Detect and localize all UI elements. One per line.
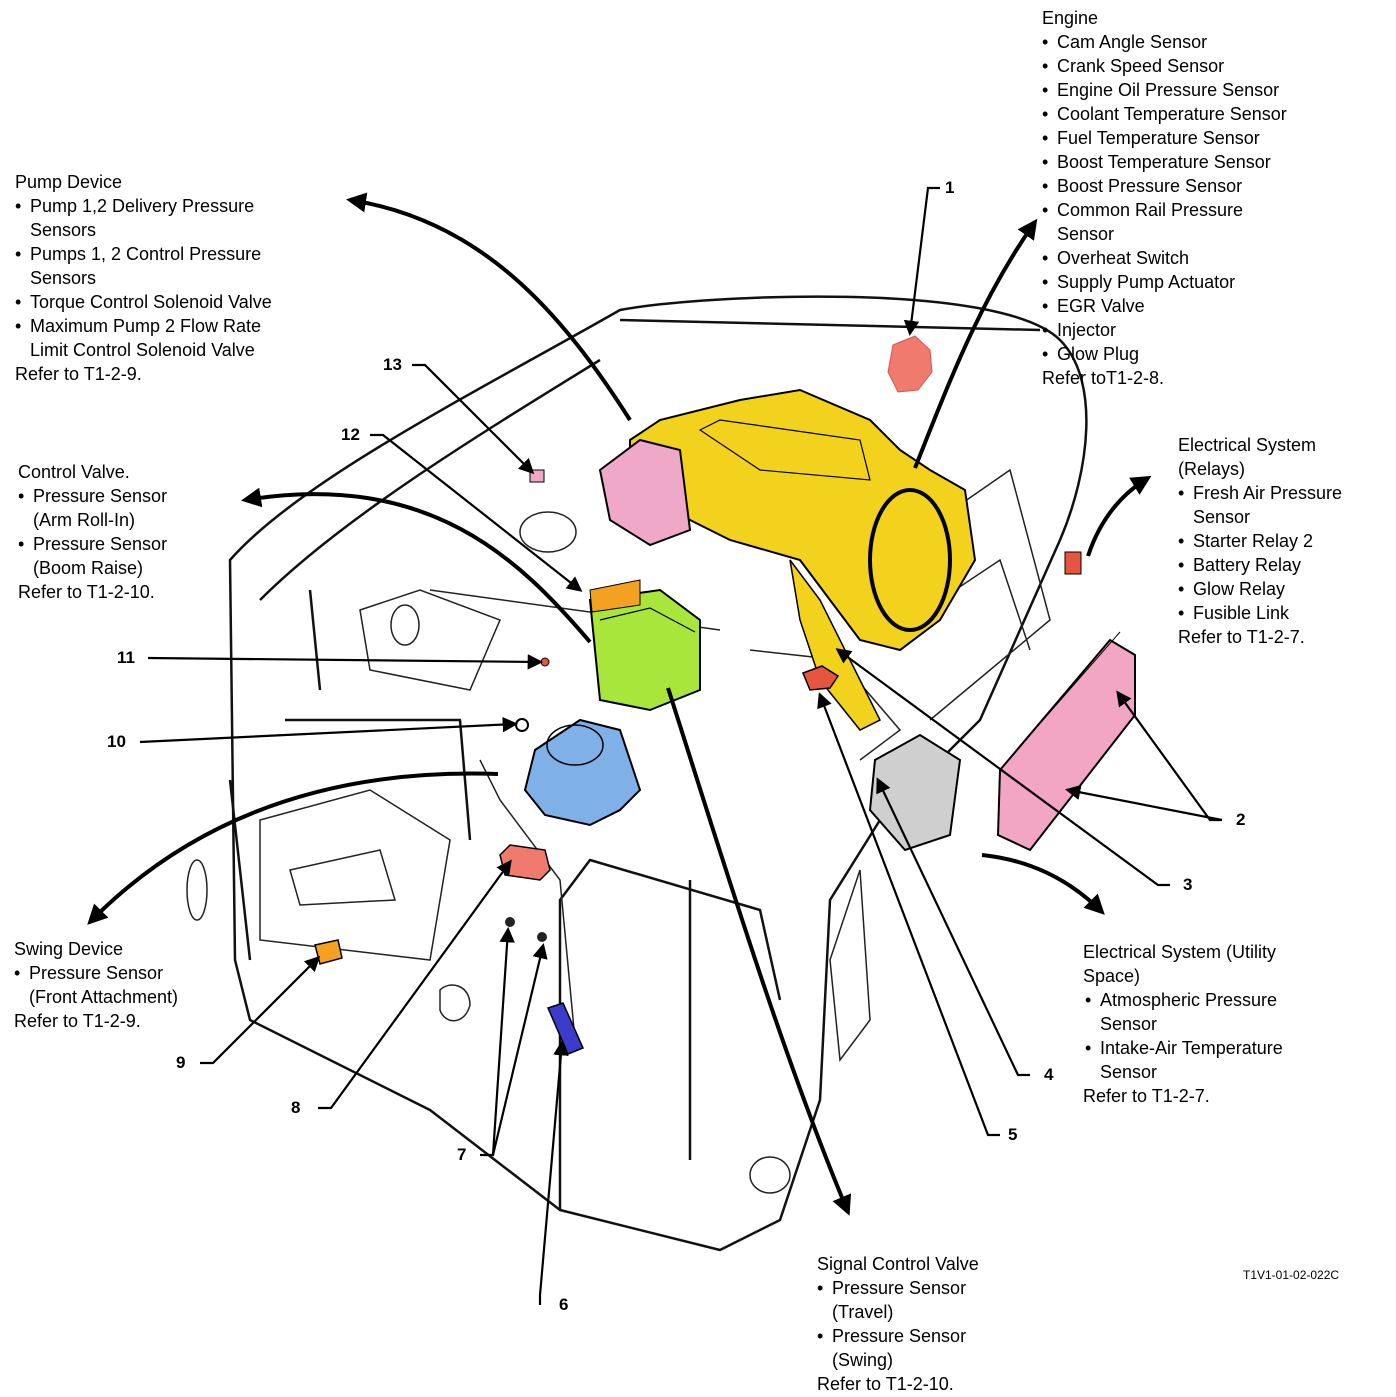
control-valve-item: (Arm Roll-In) (33, 510, 135, 530)
signal-control-valve-item: (Swing) (832, 1350, 894, 1370)
callout-leaders (139, 186, 1223, 1305)
figure-code: T1V1-01-02-022C (1243, 1268, 1340, 1282)
electrical-utility-item: Sensor (1100, 1014, 1158, 1034)
callout-9: 9 (176, 1053, 186, 1072)
electrical-relays-item: Starter Relay 2 (1178, 529, 1342, 553)
engine-item: EGR Valve (1042, 294, 1287, 318)
part-6-marker (546, 1002, 585, 1055)
swing-device-item: (Front Attachment) (29, 987, 179, 1007)
control-valve-item: (Boom Raise) (33, 558, 144, 578)
pump-device-item: Pumps 1, 2 Control Pressure (15, 242, 272, 266)
relay-part (1064, 551, 1082, 575)
engine-item: Coolant Temperature Sensor (1042, 102, 1287, 126)
pump-device-ref: Refer to T1-2-9. (15, 364, 142, 384)
engine-item: Injector (1042, 318, 1287, 342)
electrical-relays-ref: Refer to T1-2-7. (1178, 627, 1305, 647)
engine-ref: Refer toT1-2-8. (1042, 368, 1165, 388)
swing-device-item: Pressure Sensor (14, 961, 178, 985)
signal-control-valve-title: Signal Control Valve (817, 1254, 979, 1274)
swing-device-title: Swing Device (14, 939, 124, 959)
swing-device-block: Swing Device Pressure Sensor (Front Atta… (14, 937, 178, 1033)
engine-item: Crank Speed Sensor (1042, 54, 1287, 78)
callout-3: 3 (1183, 875, 1193, 894)
electrical-relays-title: Electrical System (1178, 435, 1317, 455)
callout-13: 13 (383, 355, 402, 374)
electrical-utility-item: Intake-Air Temperature (1085, 1036, 1283, 1060)
sensor-9-marker (314, 939, 343, 965)
callout-8: 8 (291, 1098, 301, 1117)
engine-item: Overheat Switch (1042, 246, 1287, 270)
engine-block: Engine Cam Angle Sensor Crank Speed Sens… (1042, 6, 1287, 390)
engine-item: Sensor (1057, 224, 1115, 244)
electrical-utility-item: Atmospheric Pressure (1085, 988, 1283, 1012)
callout-10: 10 (107, 732, 126, 751)
callout-11: 11 (117, 648, 135, 667)
pump-device-item: Sensors (30, 220, 97, 240)
pump-device-block: Pump Device Pump 1,2 Delivery Pressure S… (15, 170, 272, 386)
engine-item: Supply Pump Actuator (1042, 270, 1287, 294)
electrical-utility-block: Electrical System (Utility Space) Atmosp… (1083, 940, 1283, 1108)
engine-item: Engine Oil Pressure Sensor (1042, 78, 1287, 102)
electrical-relays-item: Fresh Air Pressure (1178, 481, 1342, 505)
control-valve-ref: Refer to T1-2-10. (18, 582, 155, 602)
engine-title: Engine (1042, 8, 1099, 28)
callout-12: 12 (341, 425, 360, 444)
pump-part (598, 438, 692, 547)
electrical-relays-subtitle: (Relays) (1178, 459, 1246, 479)
engine-part (629, 388, 977, 731)
engine-item: Boost Temperature Sensor (1042, 150, 1287, 174)
signal-control-valve-item: Pressure Sensor (817, 1324, 979, 1348)
pump-device-item: Limit Control Solenoid Valve (30, 340, 255, 360)
signal-control-valve-block: Signal Control Valve Pressure Sensor (Tr… (817, 1252, 979, 1396)
callout-5: 5 (1008, 1125, 1018, 1144)
sensor-10-marker (515, 718, 529, 732)
control-valve-part (588, 579, 701, 712)
control-valve-item: Pressure Sensor (18, 532, 167, 556)
electrical-relays-item: Sensor (1193, 507, 1251, 527)
leader-arrows (87, 192, 1152, 1216)
electrical-relays-item: Glow Relay (1178, 577, 1342, 601)
control-valve-block: Control Valve. Pressure Sensor (Arm Roll… (18, 460, 167, 604)
pump-device-item: Sensors (30, 268, 97, 288)
engine-item: Common Rail Pressure (1042, 198, 1287, 222)
electrical-utility-title: Electrical System (Utility (1083, 942, 1277, 962)
callout-2: 2 (1236, 810, 1246, 829)
callout-4: 4 (1044, 1065, 1054, 1084)
swing-device-ref: Refer to T1-2-9. (14, 1011, 141, 1031)
callout-6: 6 (559, 1295, 569, 1314)
swing-motor-part (523, 718, 642, 827)
sensor-7a-marker (505, 917, 515, 927)
electrical-relays-block: Electrical System (Relays) Fresh Air Pre… (1178, 433, 1342, 649)
control-valve-item: Pressure Sensor (18, 484, 167, 508)
sensor-11-marker (540, 657, 550, 667)
pump-device-item: Pump 1,2 Delivery Pressure (15, 194, 272, 218)
machine-details (186, 468, 1051, 1194)
electrical-utility-ref: Refer to T1-2-7. (1083, 1086, 1210, 1106)
electrical-utility-subtitle: Space) (1083, 966, 1141, 986)
callout-7: 7 (457, 1145, 467, 1164)
solenoid-5-marker (802, 665, 840, 691)
signal-control-valve-ref: Refer to T1-2-10. (817, 1374, 954, 1394)
pump-device-item: Torque Control Solenoid Valve (15, 290, 272, 314)
sensor-1-marker (887, 335, 933, 393)
signal-control-valve-item: Pressure Sensor (817, 1276, 979, 1300)
pump-device-item: Maximum Pump 2 Flow Rate (15, 314, 272, 338)
electrical-relays-item: Battery Relay (1178, 553, 1342, 577)
callout-1: 1 (945, 178, 955, 197)
electrical-relays-item: Fusible Link (1178, 601, 1342, 625)
signal-control-valve-item: (Travel) (832, 1302, 894, 1322)
engine-item: Cam Angle Sensor (1042, 30, 1287, 54)
pump-device-title: Pump Device (15, 172, 123, 192)
engine-item: Fuel Temperature Sensor (1042, 126, 1287, 150)
control-valve-title: Control Valve. (18, 462, 130, 482)
engine-item: Boost Pressure Sensor (1042, 174, 1287, 198)
sensor-7b-marker (537, 932, 547, 942)
engine-item: Glow Plug (1042, 342, 1287, 366)
electrical-utility-item: Sensor (1100, 1062, 1158, 1082)
air-cleaner-part (868, 733, 962, 852)
sensor-8-marker (499, 844, 551, 881)
